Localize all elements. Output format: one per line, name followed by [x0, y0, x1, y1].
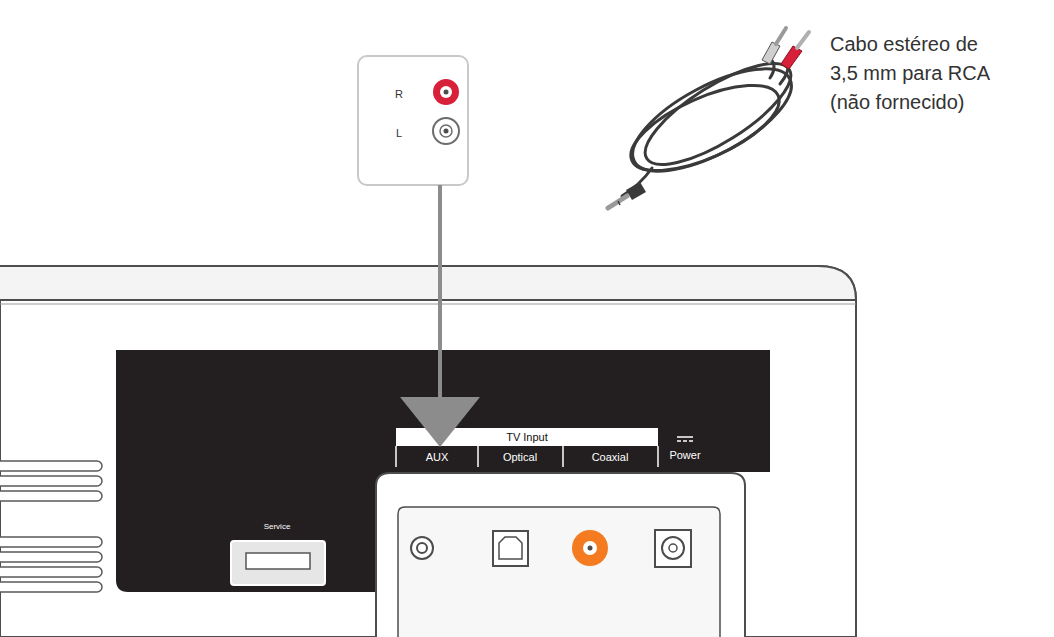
soundbar-body — [0, 266, 856, 637]
port-label: AUX — [426, 451, 449, 463]
red-rca-jack-pin — [444, 90, 449, 95]
rca-plugs — [762, 28, 809, 69]
tv-input-band — [396, 428, 658, 446]
usb-port-slot — [246, 553, 310, 569]
soundbar-top-edge — [0, 266, 856, 300]
jack-plug — [608, 182, 646, 208]
channel-letter: L — [396, 127, 402, 139]
channel-letter: R — [395, 88, 403, 100]
vent-slots — [0, 461, 102, 592]
optical-port-shape — [499, 537, 522, 559]
port-label: Service — [264, 522, 291, 531]
coaxial-jack-pin — [588, 546, 593, 551]
red-rca-jack-ring — [440, 86, 452, 98]
port-label: Coaxial — [592, 451, 629, 463]
connector-plate — [398, 507, 720, 637]
connector-housing — [376, 473, 745, 637]
power-port — [655, 530, 691, 567]
white-rca-jack-ring — [440, 125, 452, 137]
coaxial-jack — [572, 530, 608, 566]
white-rca-jack-pin — [444, 129, 449, 134]
aux-jack-hole — [417, 543, 427, 553]
cable-note: Cabo estéreo de 3,5 mm para RCA (não for… — [830, 30, 1002, 117]
red-rca-jack — [433, 79, 459, 105]
usb-port — [231, 541, 325, 585]
input-group-label: TV Input — [506, 431, 548, 443]
coaxial-jack-ring — [583, 541, 597, 555]
cable-coil — [618, 46, 805, 196]
callout-box: RL — [358, 56, 468, 185]
white-rca-jack — [433, 118, 459, 144]
optical-port — [493, 531, 528, 566]
pointer-arrow — [438, 185, 442, 402]
port-label: Optical — [503, 451, 537, 463]
port-label: Power — [669, 449, 700, 461]
aux-jack — [411, 537, 433, 559]
input-dividers — [396, 446, 658, 467]
power-port-ring — [662, 537, 684, 559]
power-port-pin — [669, 544, 677, 552]
dc-symbol — [677, 437, 693, 441]
input-label-cell: AUX — [396, 447, 478, 467]
callout-box-shape — [358, 56, 468, 185]
soundbar-edge-line — [0, 304, 856, 305]
